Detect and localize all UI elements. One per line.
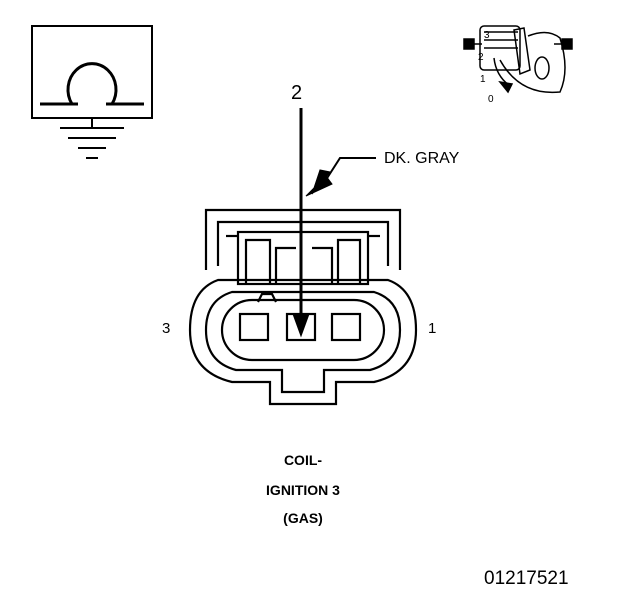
- pin-1-label: 1: [428, 320, 437, 337]
- figure-number: 01217521: [484, 568, 569, 589]
- pin-3-label: 3: [162, 320, 171, 337]
- ohmmeter-ground-icon: [31, 25, 153, 159]
- key-position-3: 3: [484, 30, 490, 41]
- pin-2-probe-arrow: [292, 108, 310, 338]
- caption-line-2: IGNITION 3: [266, 482, 340, 498]
- key-position-2: 2: [478, 52, 484, 63]
- key-position-1: 1: [480, 74, 486, 85]
- connector-body: [188, 208, 418, 406]
- pin-2-label: 2: [291, 82, 303, 104]
- caption-line-3: (GAS): [283, 510, 323, 526]
- caption-line-1: COIL-: [283, 452, 323, 468]
- ignition-key-icon: [463, 25, 573, 94]
- key-position-0: 0: [488, 94, 494, 105]
- wire-color-label: DK. GRAY: [384, 150, 460, 167]
- wire-color-leader: [305, 157, 376, 197]
